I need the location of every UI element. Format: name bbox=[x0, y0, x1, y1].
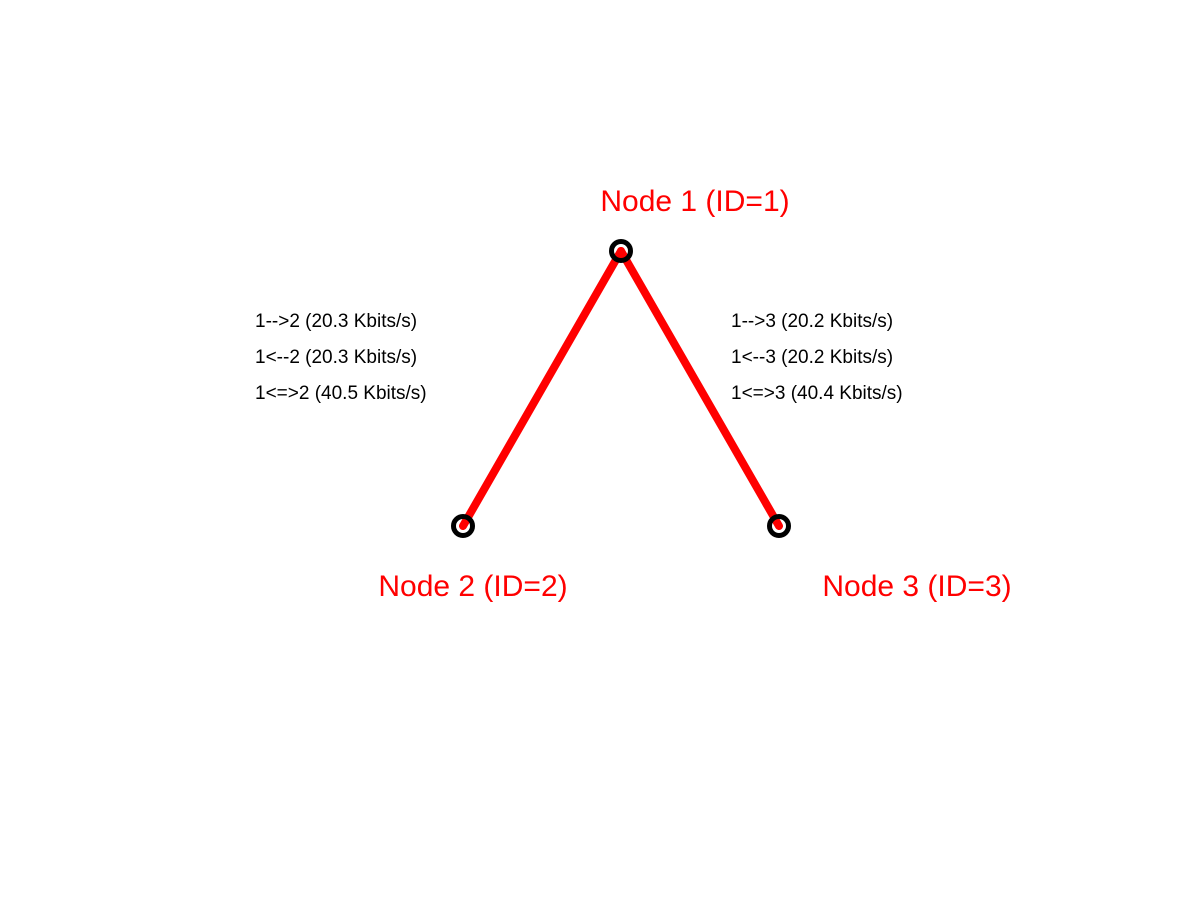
node-2-label: Node 2 (ID=2) bbox=[378, 570, 567, 603]
link-1-2-forward-rate: 1-->2 (20.3 Kbits/s) bbox=[255, 311, 417, 332]
link-node1-node3 bbox=[617, 247, 783, 530]
node-1[interactable] bbox=[609, 239, 633, 263]
link-node1-node2 bbox=[459, 247, 625, 530]
link-1-2-total-rate: 1<=>2 (40.5 Kbits/s) bbox=[255, 383, 427, 404]
link-1-2-reverse-rate: 1<--2 (20.3 Kbits/s) bbox=[255, 347, 417, 368]
node-1-center bbox=[618, 248, 624, 254]
node-1-marker bbox=[609, 239, 633, 263]
link-1-3-total-rate: 1<=>3 (40.4 Kbits/s) bbox=[731, 383, 903, 404]
link-1-3-forward-rate: 1-->3 (20.2 Kbits/s) bbox=[731, 311, 893, 332]
node-3-label: Node 3 (ID=3) bbox=[822, 570, 1011, 603]
node-3-marker bbox=[767, 514, 791, 538]
node-2-center bbox=[460, 523, 466, 529]
node-2-marker bbox=[451, 514, 475, 538]
node-1-label: Node 1 (ID=1) bbox=[600, 185, 789, 218]
link-1-3-stats: 1-->3 (20.2 Kbits/s) 1<--3 (20.2 Kbits/s… bbox=[731, 311, 903, 404]
node-3[interactable] bbox=[767, 514, 791, 538]
node-2[interactable] bbox=[451, 514, 475, 538]
link-1-2-stats: 1-->2 (20.3 Kbits/s) 1<--2 (20.3 Kbits/s… bbox=[255, 311, 427, 404]
node-3-center bbox=[776, 523, 782, 529]
link-1-3-reverse-rate: 1<--3 (20.2 Kbits/s) bbox=[731, 347, 893, 368]
